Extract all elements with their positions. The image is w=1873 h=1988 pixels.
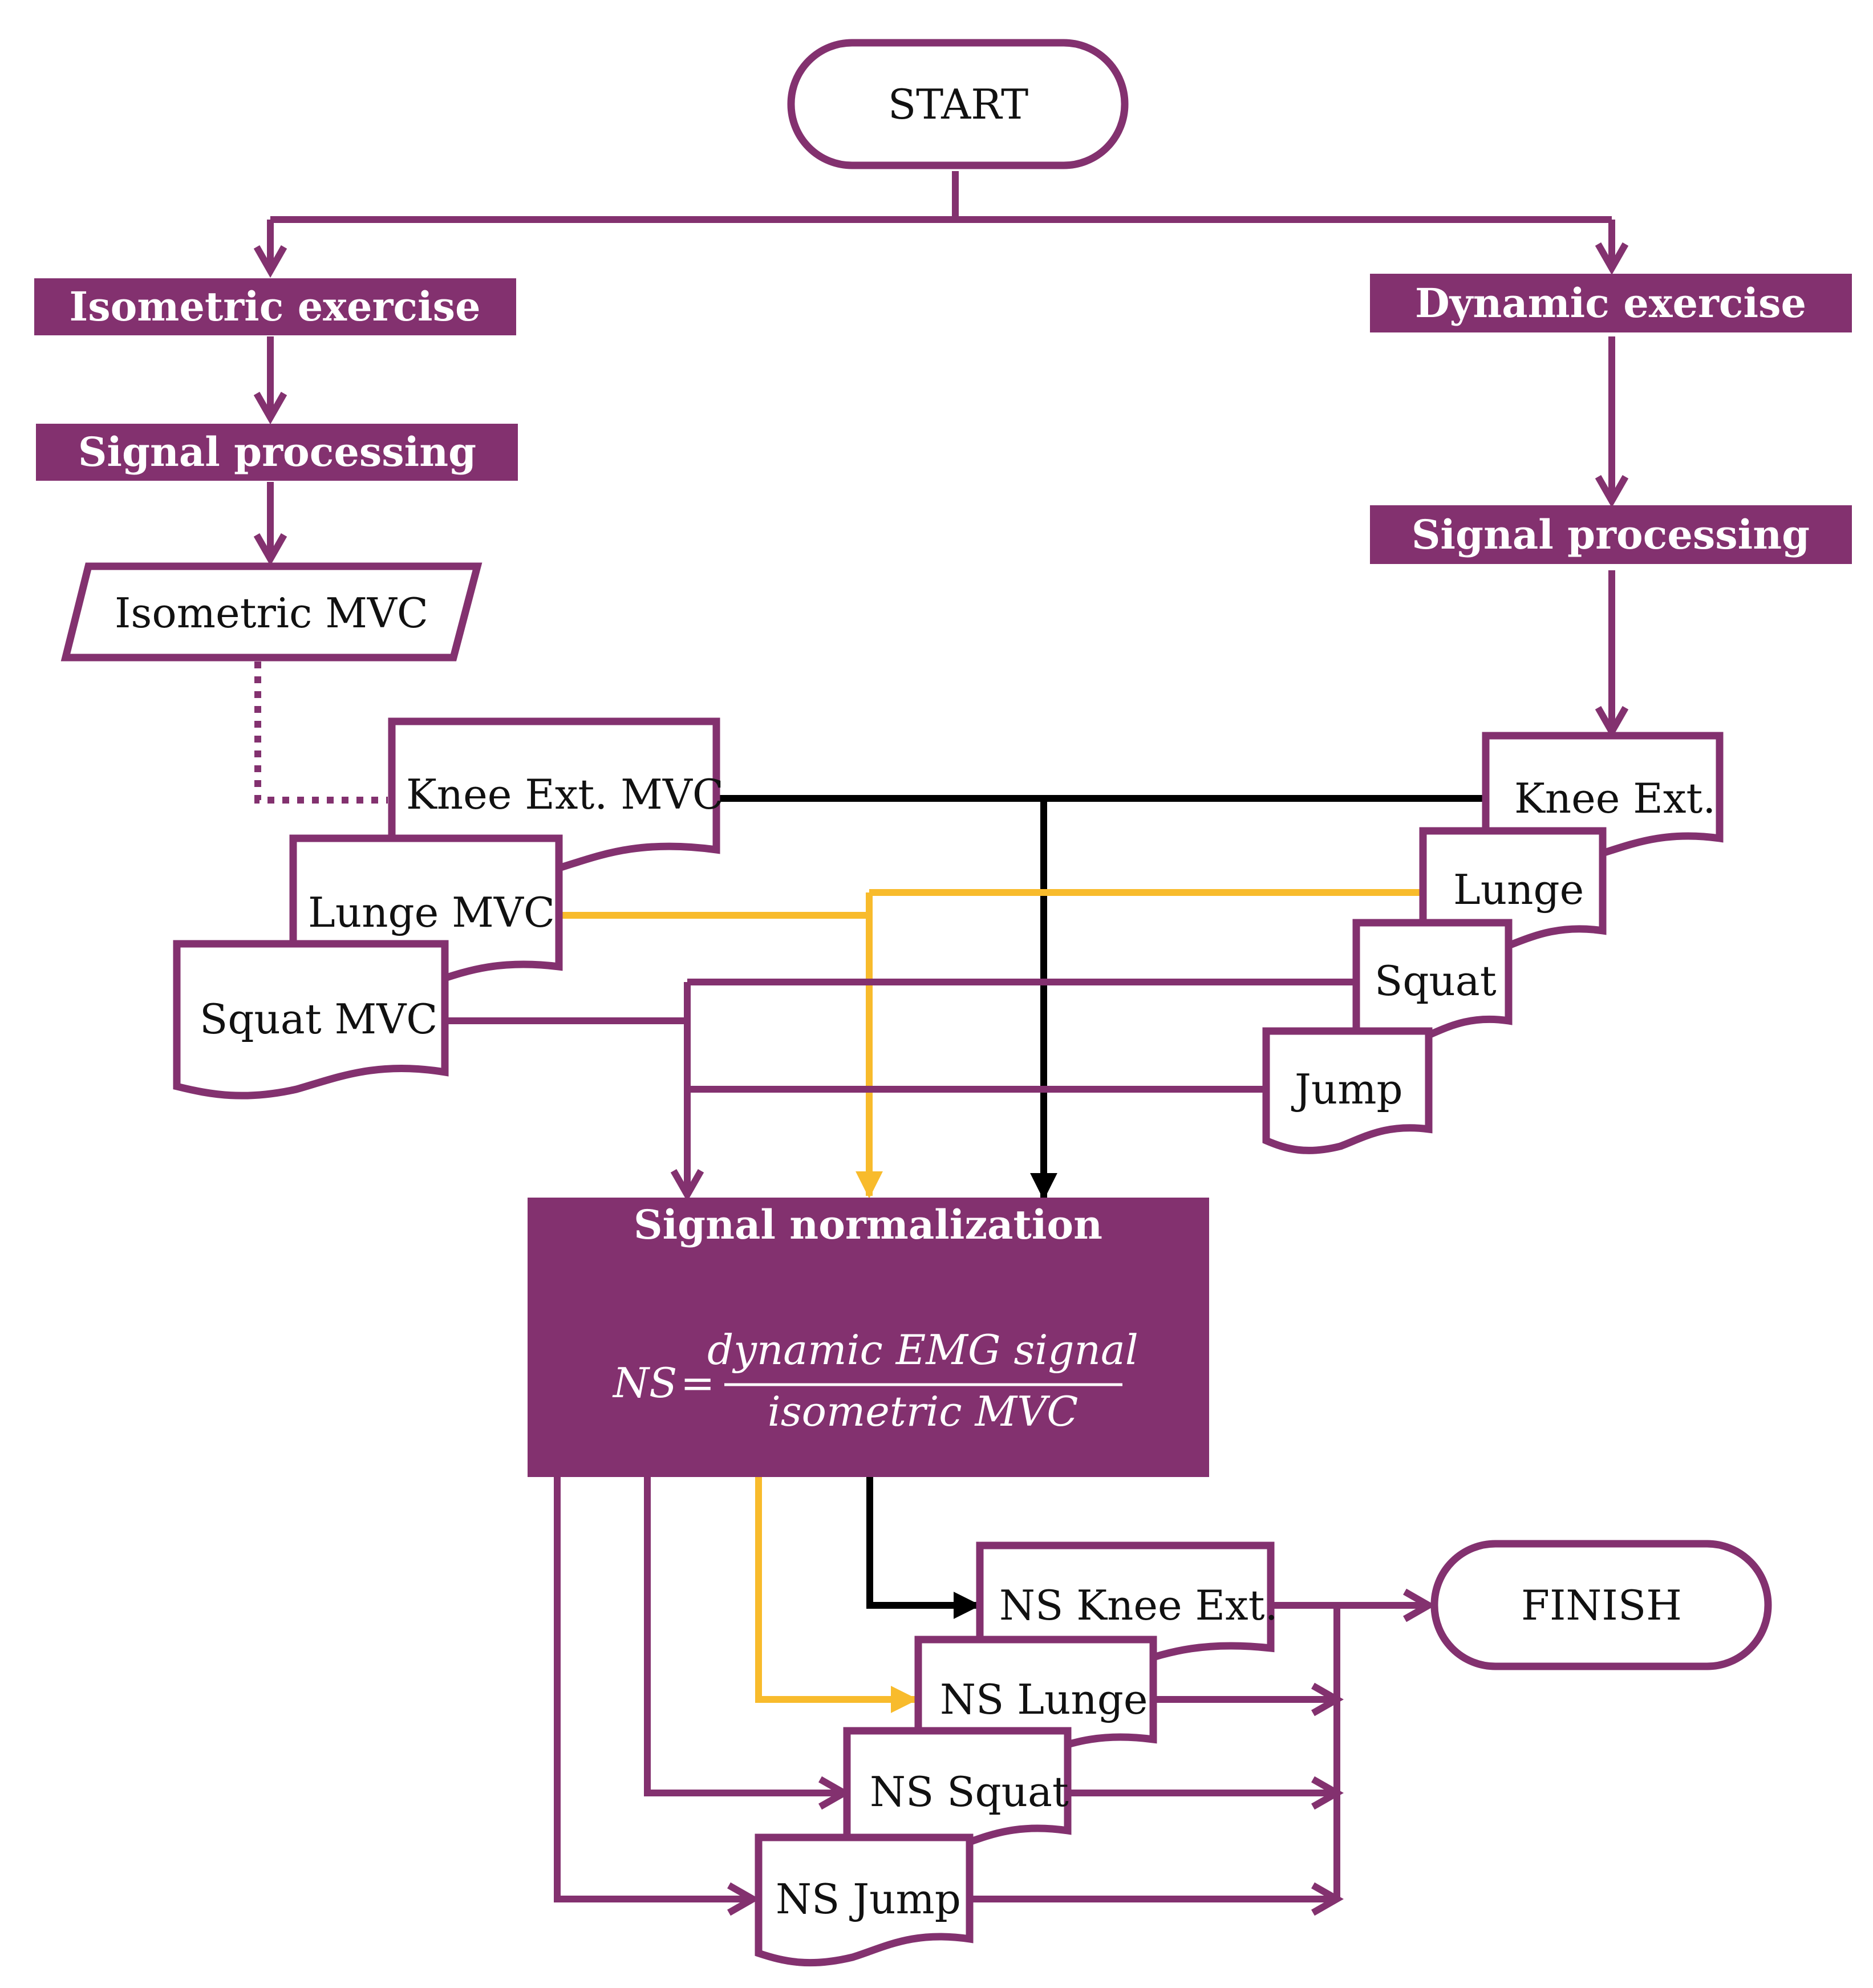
left-signal-processing-label: Signal processing (78, 428, 476, 476)
squat-jump-connector (445, 979, 1355, 1093)
isometric-mvc-data: Isometric MVC (60, 562, 483, 662)
isometric-mvc-label: Isometric MVC (115, 589, 428, 637)
start-terminator: START (787, 39, 1129, 169)
right-signal-processing-step: Signal processing (1370, 505, 1852, 564)
ns-knee-ext-label: NS Knee Ext. (999, 1581, 1278, 1629)
dynamic-exercise-step: Dynamic exercise (1370, 274, 1852, 332)
formula-numerator: dynamic EMG signal (707, 1326, 1138, 1374)
lunge-connector (562, 889, 1421, 919)
squat-mvc-label: Squat MVC (200, 995, 437, 1043)
dotted-mvc-link (254, 662, 388, 804)
jump-label: Jump (1291, 1065, 1403, 1113)
formula-lhs: NS (612, 1359, 677, 1407)
finish-label: FINISH (1521, 1581, 1682, 1629)
arrow-to-ns-jump (554, 1477, 760, 1916)
lunge-mvc-label: Lunge MVC (308, 888, 555, 936)
arrow-to-ns-squat (644, 1477, 852, 1810)
connectors (253, 171, 1629, 1916)
isometric-exercise-label: Isometric exercise (69, 283, 480, 330)
formula-denominator: isometric MVC (768, 1387, 1079, 1435)
doc-squat-mvc: Squat MVC (173, 940, 449, 1100)
doc-jump: Jump (1262, 1027, 1433, 1154)
ns-formula: NS = dynamic EMG signal isometric MVC (612, 1326, 1138, 1435)
isometric-exercise-step: Isometric exercise (34, 278, 516, 335)
knee-ext-label: Knee Ext. (1514, 774, 1716, 822)
dynamic-exercise-label: Dynamic exercise (1415, 279, 1806, 327)
lunge-label: Lunge (1453, 866, 1584, 914)
formula-equals: = (680, 1359, 715, 1407)
knee-ext-mvc-label: Knee Ext. MVC (406, 770, 724, 818)
arrow-to-ns-lunge (755, 1477, 918, 1713)
left-signal-processing-step: Signal processing (36, 424, 518, 481)
arrow-to-ns-knee (866, 1477, 981, 1619)
right-signal-processing-label: Signal processing (1412, 511, 1810, 558)
ns-lunge-label: NS Lunge (940, 1675, 1148, 1723)
signal-normalization-step: Signal normalization NS = dynamic EMG si… (528, 1198, 1209, 1477)
ns-squat-label: NS Squat (870, 1768, 1069, 1816)
start-split-connector (270, 171, 1612, 223)
doc-ns-jump: NS Jump (755, 1833, 974, 1967)
ns-jump-label: NS Jump (776, 1875, 961, 1923)
doc-squat: Squat (1352, 919, 1513, 1044)
signal-normalization-title: Signal normalization (634, 1201, 1102, 1248)
start-label: START (888, 80, 1028, 128)
squat-label: Squat (1375, 957, 1497, 1005)
finish-terminator: FINISH (1430, 1540, 1772, 1670)
